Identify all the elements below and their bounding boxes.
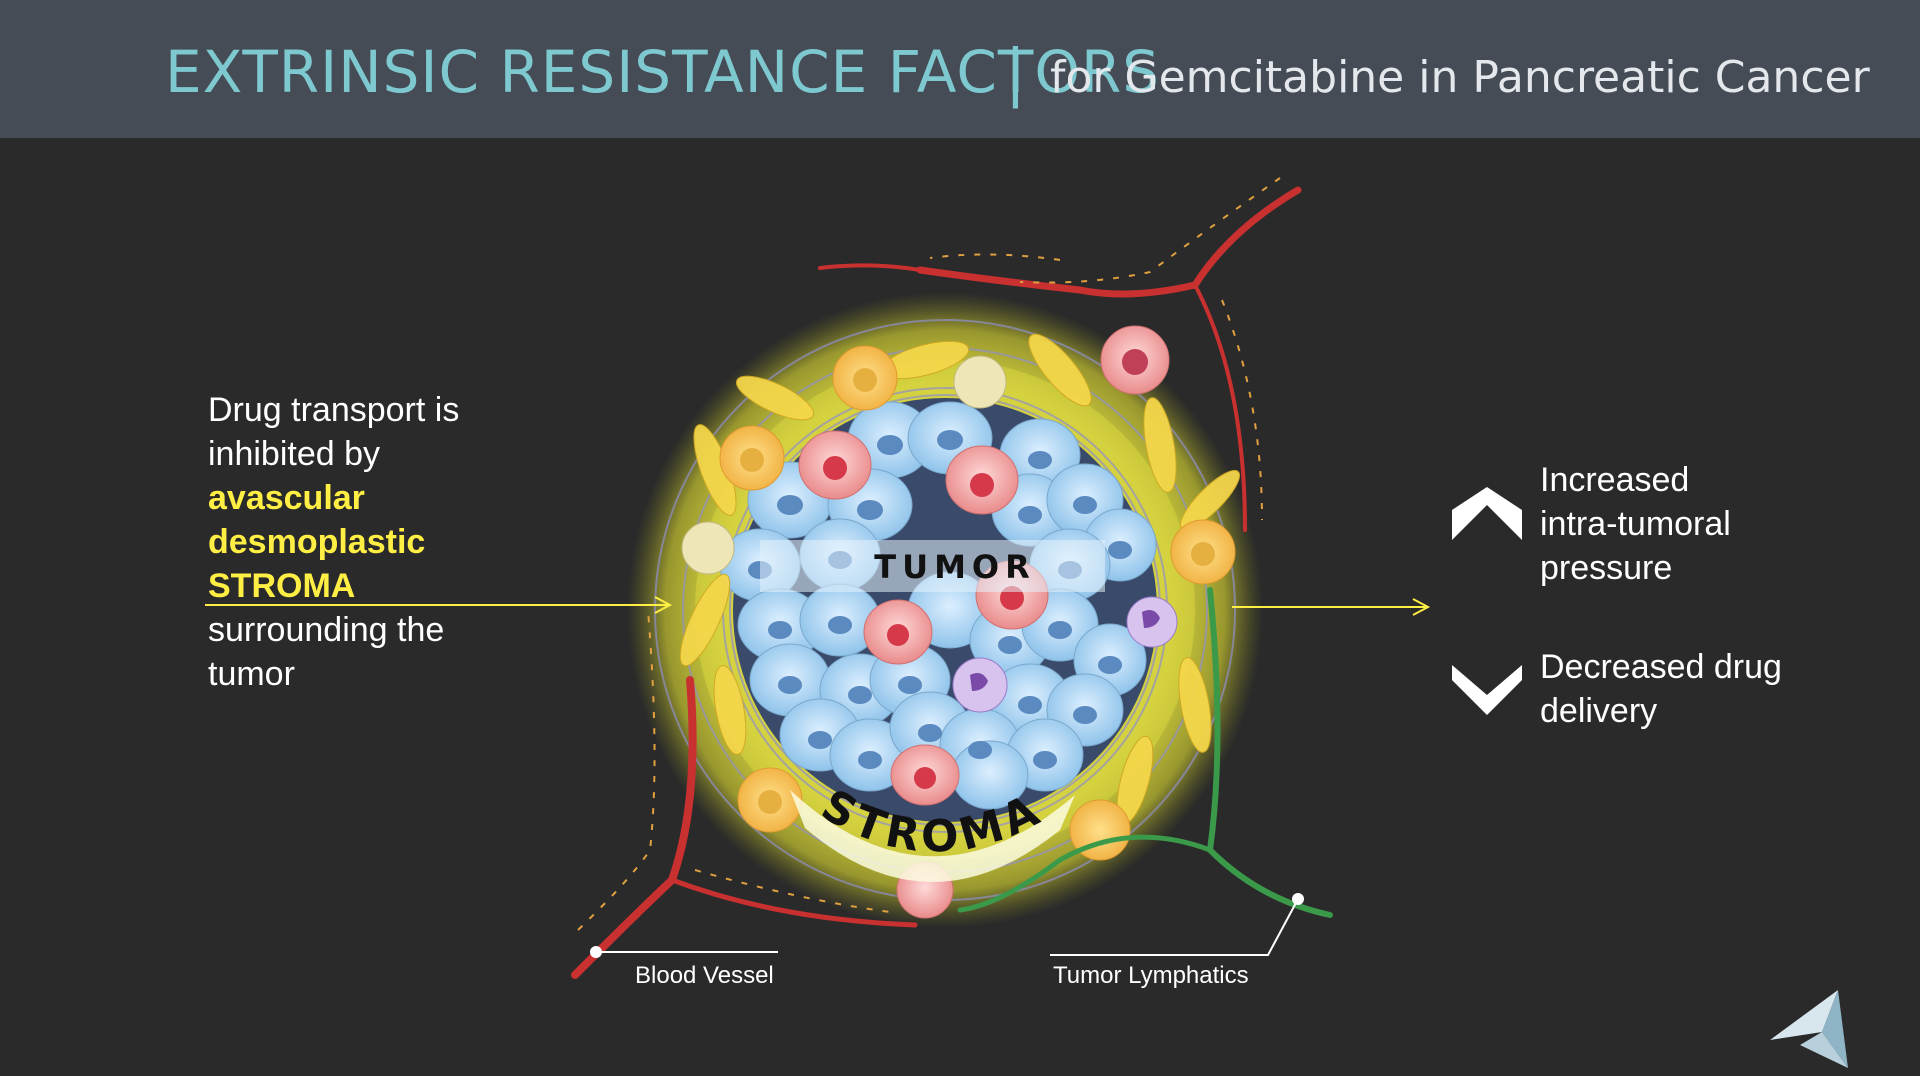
effect-1-line-1: Increased: [1540, 461, 1690, 499]
blood-vessel-caption: Blood Vessel: [635, 962, 774, 989]
highlight-avascular: avascular: [208, 479, 365, 517]
effect-increased-pressure: Increased intra-tumoral pressure: [1540, 458, 1880, 590]
lymphatics-marker: [1292, 893, 1304, 905]
blood-vessels: [571, 186, 1302, 979]
slide-subtitle: for Gemcitabine in Pancreatic Cancer: [1050, 52, 1870, 103]
stroma-pointer-arrow: [205, 596, 673, 614]
left-text-line-1: Drug transport is: [208, 391, 460, 429]
effect-1-line-2: intra-tumoral: [1540, 505, 1731, 543]
slide-title: EXTRINSIC RESISTANCE FACTORS: [165, 38, 1161, 106]
tumor-label-band: [760, 540, 1105, 592]
brand-logo-icon: [1770, 990, 1848, 1068]
effect-decreased-delivery: Decreased drug delivery: [1540, 645, 1880, 733]
stroma-explanation-text: Drug transport is inhibited by avascular…: [208, 388, 628, 696]
tumor-label: TUMOR: [874, 548, 1036, 586]
effect-2-line-1: Decreased drug: [1540, 648, 1782, 686]
title-separator: |: [1005, 36, 1026, 109]
left-text-line-3: surrounding the: [208, 611, 445, 649]
slide-header: EXTRINSIC RESISTANCE FACTORS | for Gemci…: [0, 0, 1920, 138]
effect-1-line-3: pressure: [1540, 549, 1673, 587]
blood-vessel-marker: [590, 946, 602, 958]
stellate-cells: [719, 345, 1236, 861]
flow-arrows: [577, 177, 1281, 931]
stroma-label-band: [790, 790, 1075, 883]
caption-leaders: [596, 898, 1299, 956]
lymphatics-caption: Tumor Lymphatics: [1053, 962, 1249, 989]
highlight-stroma: STROMA: [208, 567, 356, 605]
stromal-fibroblasts: [679, 333, 1241, 825]
left-text-line-2: inhibited by: [208, 435, 381, 473]
effect-2-line-2: delivery: [1540, 692, 1658, 730]
chevron-up-icon: [1452, 487, 1522, 540]
chevron-down-icon: [1452, 665, 1522, 715]
highlight-desmoplastic: desmoplastic: [208, 523, 426, 561]
tumor-lymphatics: [957, 587, 1333, 918]
left-text-line-4: tumor: [208, 655, 295, 693]
effects-arrow: [1232, 598, 1431, 616]
